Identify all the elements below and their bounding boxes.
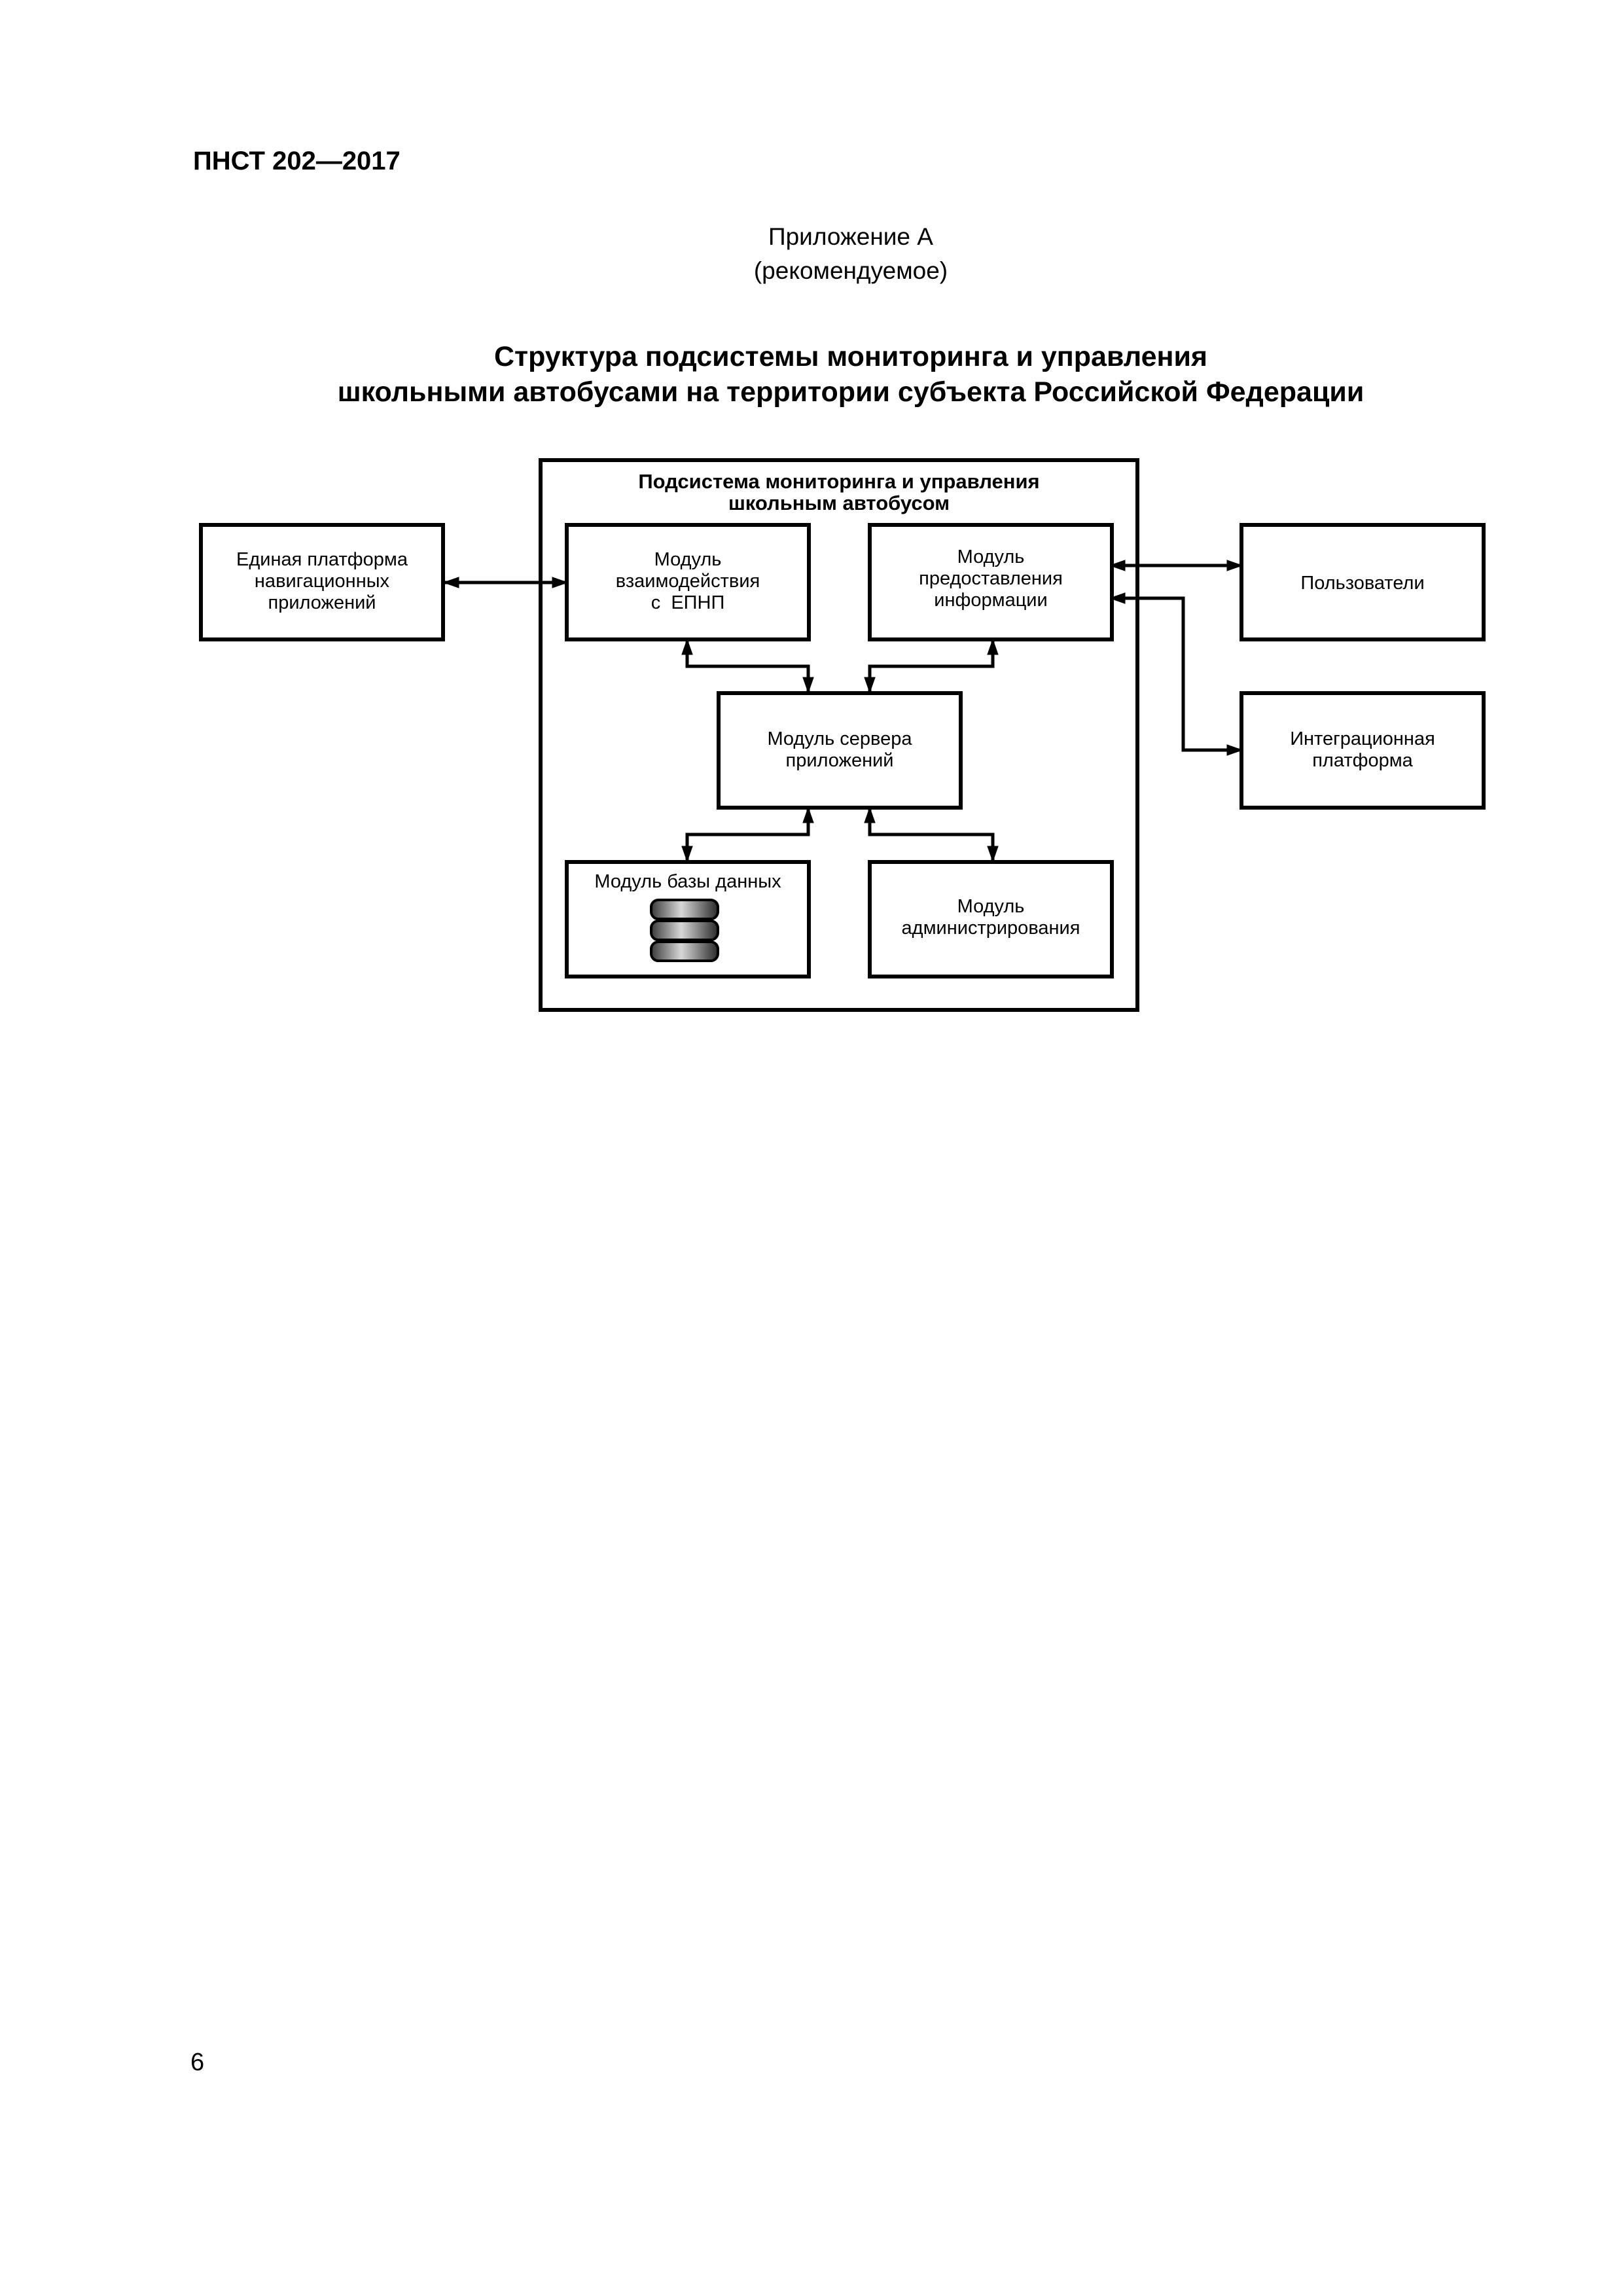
edge-server-database bbox=[681, 806, 814, 863]
node-epnp-module-line-3: с ЕПНП bbox=[651, 592, 725, 613]
node-info-module-line-2: предоставления bbox=[919, 568, 1063, 589]
figure-title-line-2: школьными автобусами на территории субъе… bbox=[337, 376, 1364, 408]
edge-info-integration bbox=[1109, 592, 1243, 756]
node-epnp-platform-line-2: навигационных bbox=[255, 571, 390, 592]
node-database-line-1: Модуль базы данных bbox=[594, 871, 781, 892]
node-integration: Интеграционная платформа bbox=[1240, 691, 1486, 810]
node-users: Пользователи bbox=[1240, 523, 1486, 641]
node-info-module-line-1: Модуль bbox=[957, 547, 1025, 567]
appendix-heading: Приложение А (рекомендуемое) bbox=[0, 220, 1623, 288]
node-admin-line-1: Модуль bbox=[957, 896, 1025, 917]
node-epnp-module-line-2: взаимодействия bbox=[616, 571, 760, 592]
node-app-server-line-1: Модуль сервера bbox=[767, 728, 912, 749]
node-info-module-line-3: информации bbox=[934, 590, 1047, 611]
node-epnp-module: Модуль взаимодействия с ЕПНП bbox=[565, 523, 811, 641]
node-admin-line-2: администрирования bbox=[902, 918, 1080, 939]
node-app-server: Модуль сервера приложений bbox=[717, 691, 963, 810]
edge-info-server bbox=[864, 638, 999, 694]
appendix-status: (рекомендуемое) bbox=[753, 257, 948, 284]
figure-title: Структура подсистемы мониторинга и управ… bbox=[0, 339, 1623, 410]
diagram-edges bbox=[442, 560, 1243, 863]
node-epnp-platform-line-1: Единая платформа bbox=[236, 549, 408, 570]
node-integration-line-2: платформа bbox=[1312, 750, 1413, 771]
appendix-title: Приложение А bbox=[768, 223, 933, 250]
node-info-module: Модуль предоставления информации bbox=[868, 523, 1114, 641]
container-label-line-2: школьным автобусом bbox=[728, 492, 950, 514]
node-epnp-module-line-1: Модуль bbox=[654, 549, 722, 570]
node-epnp-platform-line-3: приложений bbox=[268, 592, 376, 613]
node-users-line-1: Пользователи bbox=[1300, 573, 1424, 594]
node-admin: Модуль администрирования bbox=[868, 860, 1114, 978]
node-integration-line-1: Интеграционная bbox=[1290, 728, 1435, 749]
figure-title-line-1: Структура подсистемы мониторинга и управ… bbox=[494, 341, 1207, 372]
edge-epnp-module-server bbox=[681, 638, 814, 694]
node-database: Модуль базы данных bbox=[565, 860, 811, 978]
edge-server-admin bbox=[864, 806, 999, 863]
node-app-server-line-2: приложений bbox=[785, 750, 893, 771]
page-number: 6 bbox=[190, 2049, 205, 2076]
node-epnp-platform: Единая платформа навигационных приложени… bbox=[199, 523, 445, 641]
database-cylinder-icon bbox=[650, 899, 719, 962]
document-header: ПНСТ 202—2017 bbox=[193, 147, 401, 175]
container-label-line-1: Подсистема мониторинга и управления bbox=[638, 470, 1039, 493]
